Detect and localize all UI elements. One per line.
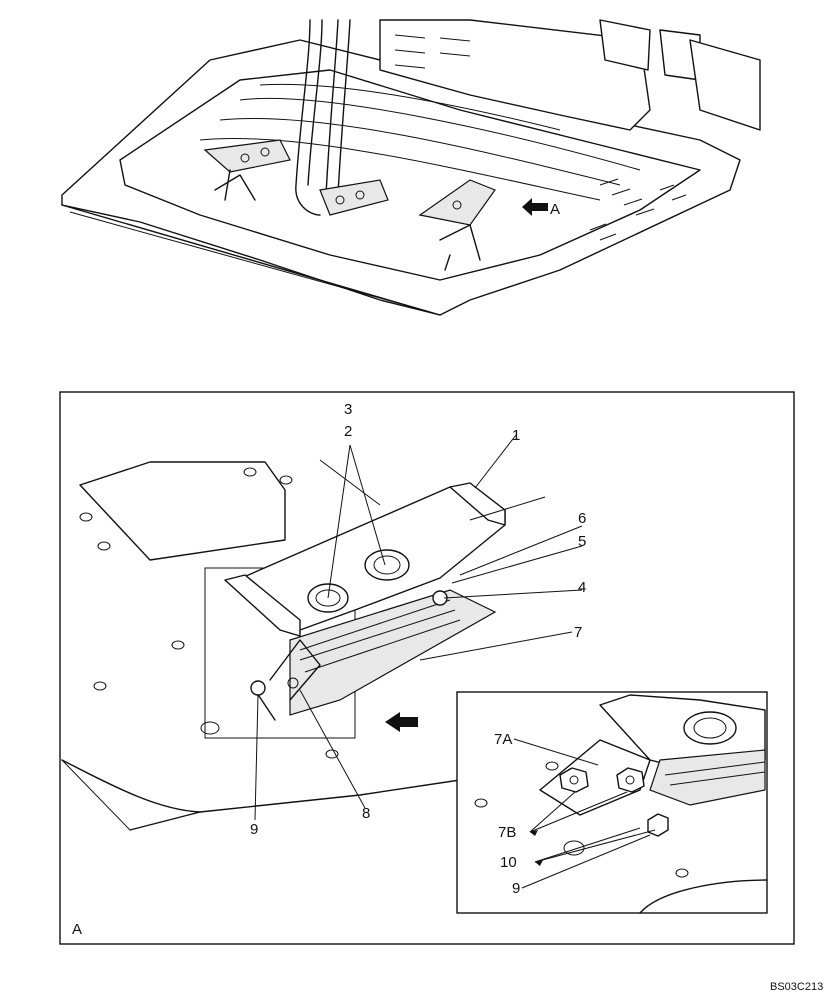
callout-8: 8 [362, 805, 370, 822]
zoom-arrow [385, 712, 418, 732]
vent-slots [589, 178, 687, 241]
detail-frame [59, 391, 795, 945]
bracket-middle [319, 179, 389, 216]
callout-2: 2 [344, 423, 352, 440]
inset-callout-9: 9 [512, 880, 520, 897]
detail-view-illustration [61, 459, 546, 831]
callout-3: 3 [344, 401, 352, 418]
figure-code: BS03C213 [770, 981, 823, 993]
callout-10: 10 [500, 854, 517, 871]
detail-leaders [254, 434, 583, 821]
view-a-arrow [522, 198, 548, 216]
inset-leaders [513, 738, 656, 889]
callout-7: 7 [574, 624, 582, 641]
callout-4: 4 [578, 579, 586, 596]
inset-illustration [474, 694, 768, 914]
view-letter: A [72, 921, 82, 938]
view-a-marker: A [550, 201, 560, 218]
callout-9: 9 [250, 821, 258, 838]
callout-1: 1 [512, 427, 520, 444]
bracket-left [203, 139, 291, 201]
bracket-right [418, 179, 496, 271]
callout-7b: 7B [498, 824, 516, 841]
floor-holes [79, 467, 339, 759]
callout-7a: 7A [494, 731, 512, 748]
callout-5: 5 [578, 533, 586, 550]
callout-6: 6 [578, 510, 586, 527]
top-overview-illustration: A [61, 19, 761, 316]
